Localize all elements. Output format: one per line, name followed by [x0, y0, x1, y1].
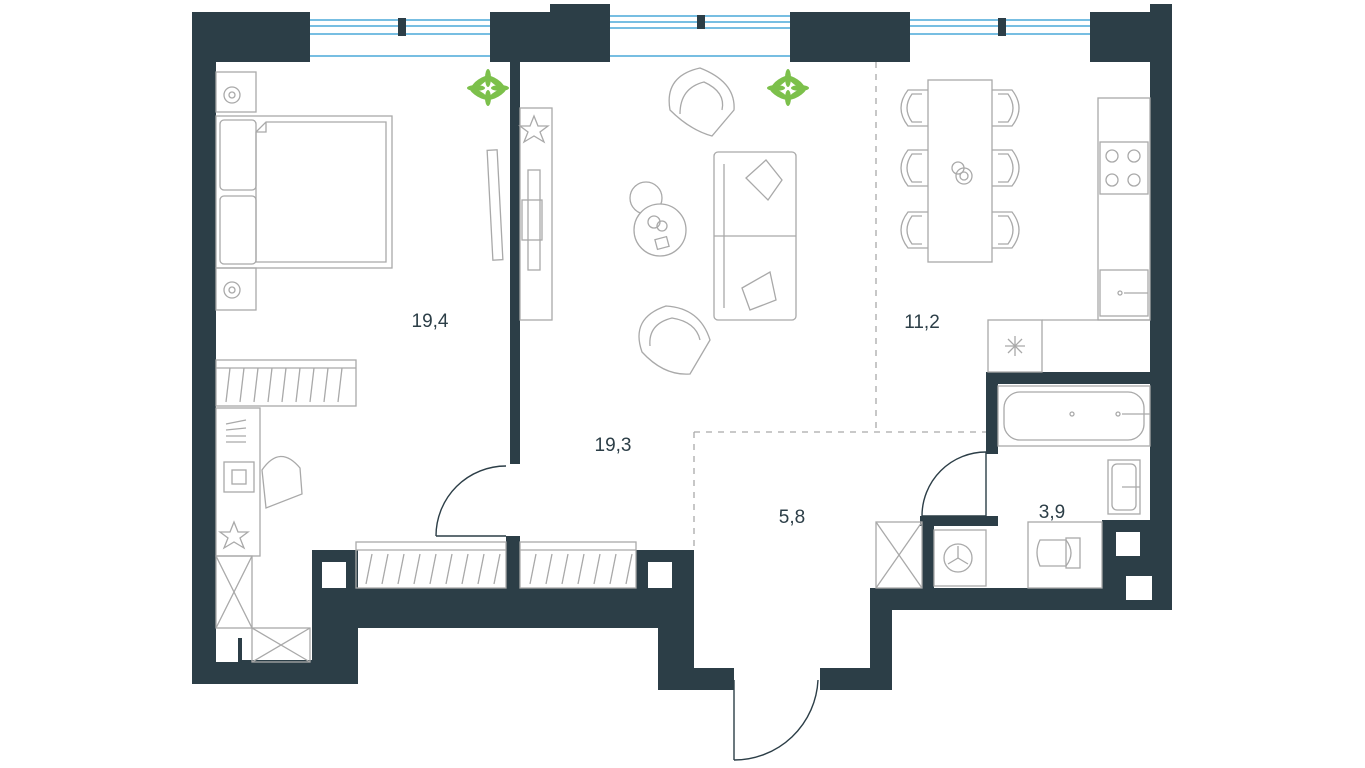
zone-lines: [693, 62, 986, 550]
window-bedroom: [308, 18, 490, 57]
area-label-bathroom: 3,9: [1038, 502, 1066, 523]
armchair-top: [668, 67, 735, 137]
wardrobe-hall-right: [519, 541, 637, 589]
armchair-bottom: [638, 305, 711, 375]
closet-hall: [875, 521, 923, 589]
kitchen-furniture: [900, 79, 1151, 373]
bathroom-furniture: [875, 385, 1151, 589]
dining-table: [927, 79, 993, 263]
window-living: [610, 15, 792, 57]
bedroom-furniture: [215, 71, 504, 663]
living-furniture: [355, 67, 797, 589]
kitchen-counter: [1097, 97, 1151, 321]
window-kitchen: [910, 18, 1092, 36]
walls: [192, 4, 1172, 690]
bed: [215, 115, 393, 269]
washing-machine: [933, 529, 987, 587]
windows: [308, 15, 1092, 57]
plant-icon: [767, 69, 809, 106]
area-label-bedroom: 19,4: [411, 311, 449, 332]
area-label-living: 19,3: [594, 435, 632, 456]
sofa-pillow: [741, 270, 777, 311]
tv-cabinet: [519, 107, 553, 321]
stove: [1099, 141, 1149, 195]
doors: [435, 451, 987, 761]
dining-chairs: [900, 89, 1020, 249]
bathtub: [997, 385, 1151, 447]
plant-icon: [467, 69, 509, 106]
sofa-pillow: [745, 159, 783, 202]
area-label-kitchen: 11,2: [904, 312, 940, 333]
wardrobe-hall-left: [355, 541, 507, 589]
nightstand-bottom: [215, 267, 257, 311]
area-label-hall: 5,8: [778, 507, 806, 528]
wardrobe: [215, 359, 357, 407]
wall-niches: [216, 532, 1152, 662]
desk-chair: [261, 455, 303, 509]
tv-bedroom: [486, 149, 504, 261]
fridge: [987, 319, 1043, 373]
nightstand-top: [215, 71, 257, 113]
